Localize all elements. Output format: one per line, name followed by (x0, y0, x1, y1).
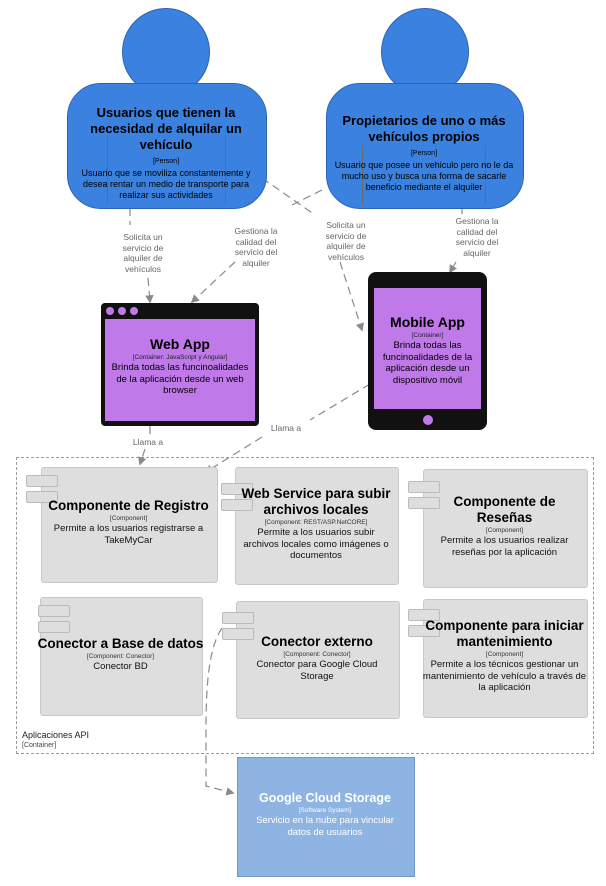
gcs-description: Servicio en la nube para vincular datos … (256, 815, 394, 838)
edge-connector-to-gcs (205, 627, 235, 796)
component-box (41, 467, 218, 583)
window-dot-icon (106, 307, 114, 315)
edge-label-owner-to-mobile: Gestiona la calidad del servicio del alq… (455, 216, 499, 258)
edge-renter-to-mobile (261, 177, 362, 330)
component-box (423, 469, 588, 588)
window-dot-icon (118, 307, 126, 315)
component-type: [Component: Conector] (283, 651, 351, 658)
component-type: [Component] (485, 651, 524, 658)
person-arm (485, 145, 486, 205)
component-description: Permite a los usuarios realizar reseñas … (440, 535, 569, 558)
person-arm (362, 145, 363, 205)
component-type: [Component] (109, 515, 148, 522)
component-box (235, 467, 399, 585)
mobileapp-description: Brinda todas las funcinoalidades de la a… (382, 340, 473, 386)
mobileapp-type: [Container] (411, 332, 444, 339)
component-tab-icon (221, 483, 253, 495)
person-description: Usuario que posee un vehiculo pero no le… (334, 160, 514, 192)
component-type: [Component: Conector] (86, 653, 155, 660)
component-tab-icon (38, 621, 70, 633)
component-type: [Component] (485, 527, 524, 534)
edge-label-mobile-to-api: Llama a (270, 423, 302, 433)
webapp-type: [Container: JavaScript y Angular] (132, 354, 228, 361)
boundary-title: Aplicaciones API (22, 730, 90, 740)
component-box (423, 599, 588, 718)
component-description: Permite a los usuarios subir archivos lo… (243, 527, 389, 561)
webapp-description: Brinda todas las funcinoalidades de la a… (111, 362, 249, 396)
person-head-icon (381, 8, 469, 96)
person-type: [Person] (152, 158, 180, 165)
boundary-type: [Container] (22, 742, 57, 749)
component-tab-icon (222, 612, 254, 624)
person-description: Usuario que se moviliza constantemente y… (81, 168, 251, 200)
component-description: Conector para Google Cloud Storage (256, 659, 378, 682)
person-arm (225, 135, 226, 205)
api-boundary (16, 457, 594, 754)
component-tab-icon (222, 628, 254, 640)
component-description: Permite a los usuarios registrarse a Tak… (53, 523, 204, 546)
mobileapp-title: Mobile App (390, 314, 465, 330)
mobile-screen (374, 288, 481, 409)
external-system-box (237, 757, 415, 877)
webapp-body (105, 319, 255, 421)
component-title: Web Service para subir archivos locales (241, 486, 391, 517)
person-arm (107, 135, 108, 205)
component-title: Componente de Registro (48, 498, 209, 513)
webapp-title: Web App (150, 336, 210, 352)
gcs-type: [Software System] (298, 807, 352, 814)
person-type: [Person] (410, 150, 438, 157)
component-tab-icon (408, 609, 440, 621)
person-title: Propietarios de uno o más vehículos prop… (342, 113, 506, 144)
edge-label-renter-to-web: Solicita un servicio de alquiler de vehí… (122, 232, 164, 274)
component-description: Permite a los técnicos gestionar un mant… (422, 659, 587, 693)
edge-mobile-to-api (206, 383, 371, 472)
window-dot-icon (130, 307, 138, 315)
component-title: Conector externo (261, 634, 373, 649)
component-box (236, 601, 400, 719)
component-tab-icon (408, 497, 440, 509)
component-title: Conector a Base de datos (37, 636, 204, 651)
gcs-title: Google Cloud Storage (259, 791, 391, 805)
component-tab-icon (408, 481, 440, 493)
component-description: Conector BD (93, 661, 148, 672)
component-type: [Component: REST/ASP.NetCORE] (264, 519, 368, 526)
edge-web-to-api (140, 426, 151, 464)
component-tab-icon (38, 605, 70, 617)
edge-label-renter-to-mobile: Solicita un servicio de alquiler de vehí… (325, 220, 367, 262)
person-body (326, 83, 524, 209)
edge-label-owner-to-web: Gestiona la calidad del servicio del alq… (234, 226, 278, 268)
edge-renter-to-web (129, 208, 150, 302)
person-title: Usuarios que tienen la necesidad de alqu… (90, 105, 242, 152)
component-title: Componente para iniciar mantenimiento (425, 618, 584, 649)
component-tab-icon (26, 475, 58, 487)
component-tab-icon (221, 499, 253, 511)
home-button-icon (423, 415, 433, 425)
component-title: Componente de Reseñas (453, 494, 556, 525)
edge-label-web-to-api: Llama a (132, 437, 164, 447)
person-body (67, 83, 267, 209)
component-tab-icon (408, 625, 440, 637)
component-tab-icon (26, 491, 58, 503)
